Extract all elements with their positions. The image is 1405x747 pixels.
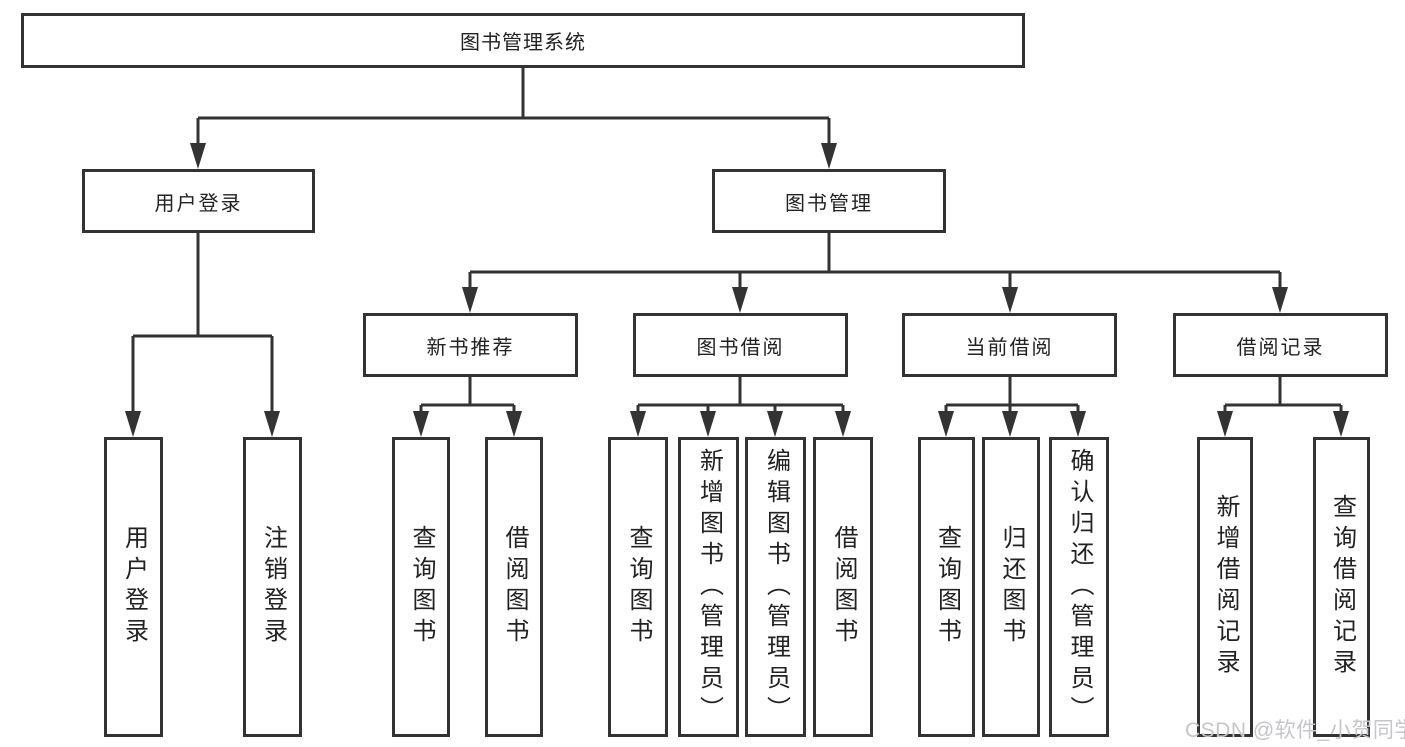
node-label: 图书管理 bbox=[785, 192, 873, 215]
node-book-management: 图书管理 bbox=[712, 169, 946, 233]
arrowhead bbox=[1272, 287, 1288, 313]
node-label: 借阅记录 bbox=[1236, 336, 1325, 359]
node-label: 借阅图书 bbox=[501, 525, 528, 649]
node-label: 查询图书 bbox=[408, 525, 435, 649]
node-label: 图书管理系统 bbox=[460, 32, 586, 54]
node-label: 新增借阅记录 bbox=[1212, 494, 1239, 680]
node-leaf-bb-add-books: 新增图书（管理员） bbox=[678, 437, 739, 737]
node-leaf-br-add-record: 新增借阅记录 bbox=[1197, 437, 1253, 737]
arrowhead bbox=[413, 411, 429, 437]
connector-root-to-level2 bbox=[196, 68, 831, 145]
arrowhead bbox=[732, 287, 748, 313]
node-book-borrow: 图书借阅 bbox=[633, 313, 848, 377]
connector-new-book-recommend-to-leaves bbox=[419, 377, 516, 413]
arrowhead bbox=[1002, 287, 1018, 313]
node-label: 用户登录 bbox=[120, 525, 148, 649]
watermark: CSDN @软件_小贺同学 bbox=[1185, 719, 1405, 742]
node-leaf-user-login: 用户登录 bbox=[104, 437, 163, 737]
arrowhead bbox=[190, 143, 206, 169]
node-new-book-recommend: 新书推荐 bbox=[363, 313, 578, 377]
node-label: 注销登录 bbox=[259, 525, 287, 649]
node-current-borrow: 当前借阅 bbox=[902, 313, 1117, 377]
arrowhead bbox=[767, 411, 783, 437]
node-leaf-bb-query-books: 查询图书 bbox=[608, 437, 668, 737]
connector-user-login-to-leaves bbox=[131, 233, 274, 413]
node-leaf-logout: 注销登录 bbox=[243, 437, 302, 737]
node-leaf-nb-borrow-books: 借阅图书 bbox=[485, 437, 543, 737]
arrowhead bbox=[821, 143, 837, 169]
node-leaf-cb-return-books: 归还图书 bbox=[982, 437, 1040, 737]
arrowhead bbox=[630, 411, 646, 437]
node-label: 用户登录 bbox=[154, 192, 243, 215]
node-label: 新增图书（管理员） bbox=[695, 447, 723, 727]
node-label: 新书推荐 bbox=[426, 336, 515, 359]
arrowhead bbox=[462, 287, 478, 313]
arrowhead bbox=[1070, 411, 1086, 437]
node-label: 图书借阅 bbox=[696, 336, 785, 359]
arrowhead bbox=[506, 411, 522, 437]
node-leaf-bb-borrow-books: 借阅图书 bbox=[813, 437, 873, 737]
node-leaf-bb-edit-books: 编辑图书（管理员） bbox=[745, 437, 806, 737]
node-user-login: 用户登录 bbox=[82, 169, 315, 233]
connector-book-management-to-level3 bbox=[468, 233, 1282, 289]
node-label: 归还图书 bbox=[998, 525, 1025, 649]
connector-borrow-records-to-leaves bbox=[1223, 377, 1343, 413]
connector-book-borrow-to-leaves bbox=[636, 377, 845, 413]
node-label: 编辑图书（管理员） bbox=[762, 447, 790, 727]
node-leaf-nb-query-books: 查询图书 bbox=[392, 437, 450, 737]
node-leaf-cb-query-books: 查询图书 bbox=[918, 437, 975, 737]
node-leaf-br-query-record: 查询借阅记录 bbox=[1313, 437, 1370, 737]
node-label: 当前借阅 bbox=[965, 336, 1054, 359]
node-root: 图书管理系统 bbox=[21, 13, 1025, 68]
arrowhead bbox=[835, 411, 851, 437]
connector-current-borrow-to-leaves bbox=[944, 377, 1080, 413]
arrowhead bbox=[1002, 411, 1018, 437]
node-leaf-cb-confirm-return: 确认归还（管理员） bbox=[1049, 437, 1109, 737]
node-label: 确认归还（管理员） bbox=[1066, 447, 1093, 727]
node-label: 查询图书 bbox=[933, 525, 961, 649]
arrowhead bbox=[125, 411, 141, 437]
arrowhead bbox=[264, 411, 280, 437]
arrowhead bbox=[700, 411, 716, 437]
node-label: 查询图书 bbox=[625, 525, 652, 649]
node-label: 借阅图书 bbox=[830, 525, 857, 649]
arrowhead bbox=[1217, 411, 1233, 437]
arrowhead bbox=[1333, 411, 1349, 437]
arrowhead bbox=[938, 411, 954, 437]
node-borrow-records: 借阅记录 bbox=[1173, 313, 1388, 377]
node-label: 查询借阅记录 bbox=[1328, 494, 1356, 680]
